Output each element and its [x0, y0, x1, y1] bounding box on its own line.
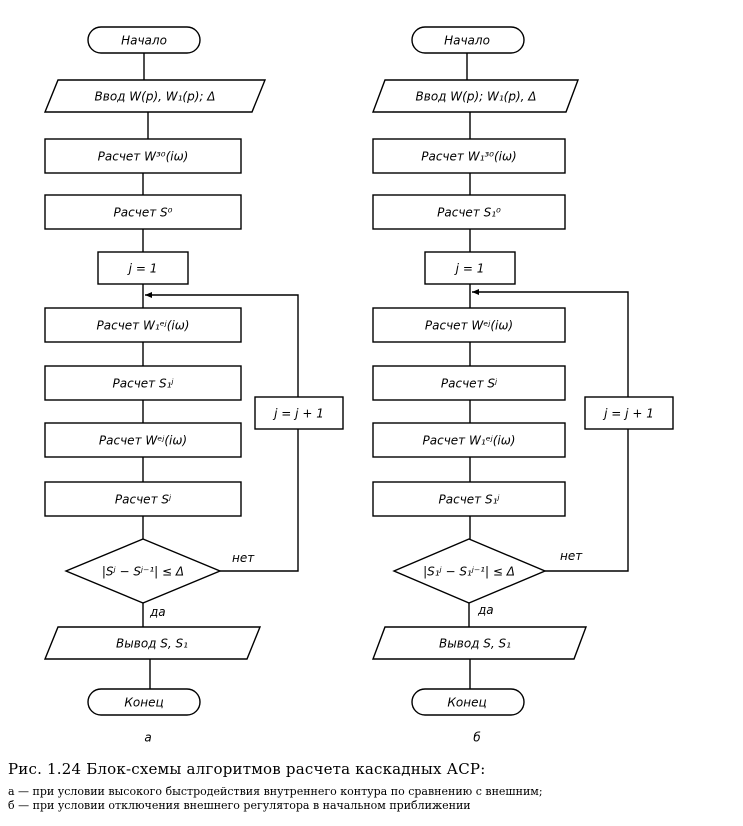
a-output-parallelogram — [43, 626, 262, 660]
a-calc-wj-label: Расчет Wᵉʲ(iω) — [99, 434, 187, 448]
a-no-label: нет — [232, 551, 255, 565]
b-output-label: Вывод S, S₁ — [439, 637, 511, 651]
flowchart-figure: Начало Ввод W(p), W₁(p); Δ Расчет W³⁰(iω… — [43, 26, 674, 745]
b-condition-label: |S₁ʲ − S₁ʲ⁻¹| ≤ Δ — [423, 565, 515, 579]
figure-caption-note-a: а — при условии высокого быстродействия … — [8, 785, 543, 798]
b-start-terminal — [411, 26, 525, 54]
b-yes-label: да — [477, 603, 494, 617]
a-input-label: Ввод W(p), W₁(p); Δ — [95, 90, 216, 104]
b-caption-letter: б — [473, 731, 481, 745]
b-calc-sj-box — [372, 365, 566, 401]
b-increment-box — [584, 396, 674, 430]
b-calc-w130-label: Расчет W₁³⁰(iω) — [421, 150, 517, 164]
figure-caption-title: Рис. 1.24 Блок-схемы алгоритмов расчета … — [8, 760, 486, 778]
b-end-terminal — [411, 688, 525, 716]
a-end-terminal — [87, 688, 201, 716]
b-start-label: Начало — [444, 34, 490, 48]
b-calc-w1j-label: Расчет W₁ᵉʲ(iω) — [423, 434, 516, 448]
figure-caption-note-b: б — при условии отключения внешнего регу… — [8, 799, 471, 812]
a-output-label: Вывод S, S₁ — [116, 637, 188, 651]
a-calc-s1j-label: Расчет S₁ʲ — [113, 377, 175, 391]
a-end-label: Конец — [124, 696, 163, 710]
b-calc-s10-box — [372, 194, 566, 230]
b-end-label: Конец — [447, 696, 486, 710]
b-calc-s10-label: Расчет S₁⁰ — [437, 206, 501, 220]
b-output-parallelogram — [371, 626, 588, 660]
b-increment-label: j = j + 1 — [602, 407, 654, 421]
a-yes-label: да — [149, 605, 166, 619]
b-calc-wj-label: Расчет Wᵉʲ(iω) — [425, 319, 513, 333]
b-calc-s1j-label: Расчет S₁ʲ — [439, 493, 501, 507]
a-start-label: Начало — [121, 34, 167, 48]
b-init-j-label: j = 1 — [454, 262, 485, 276]
b-input-parallelogram — [371, 79, 580, 113]
b-calc-sj-label: Расчет Sʲ — [441, 377, 498, 391]
b-calc-s1j-box — [372, 481, 566, 517]
b-calc-w1j-box — [372, 422, 566, 458]
b-calc-w130-box — [372, 138, 566, 174]
a-calc-s0-label: Расчет S⁰ — [114, 206, 173, 220]
a-condition-label: |Sʲ − Sʲ⁻¹| ≤ Δ — [102, 565, 184, 579]
b-input-label: Ввод W(p); W₁(p), Δ — [416, 90, 537, 104]
a-init-j-label: j = 1 — [127, 262, 158, 276]
b-no-label: нет — [560, 549, 583, 563]
a-calc-w1j-label: Расчет W₁ᵉʲ(iω) — [97, 319, 190, 333]
a-increment-label: j = j + 1 — [272, 407, 324, 421]
a-input-parallelogram — [43, 79, 267, 113]
a-caption-letter: а — [144, 731, 151, 745]
a-calc-w30-label: Расчет W³⁰(iω) — [98, 150, 189, 164]
a-calc-sj-label: Расчет Sʲ — [115, 493, 172, 507]
b-calc-wj-box — [372, 307, 566, 343]
a-increment-box — [254, 396, 344, 430]
